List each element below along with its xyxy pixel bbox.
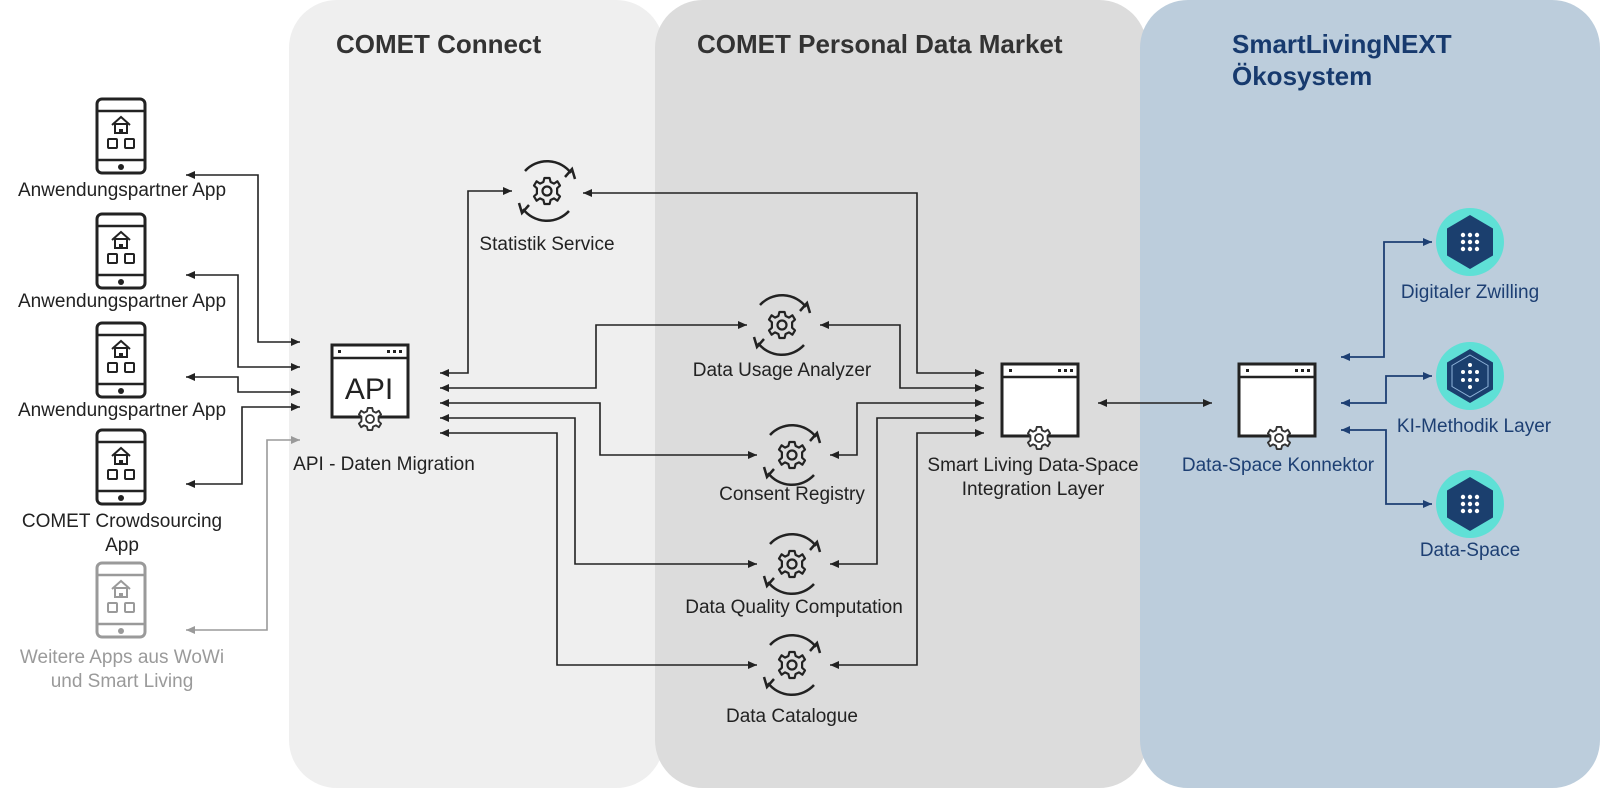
crowdsourcing-app-label-line1: COMET Crowdsourcing [21,511,223,532]
digitaler-zwilling-label: Digitaler Zwilling [1400,282,1540,303]
app-label: Anwendungspartner App [17,180,227,201]
comet-connect-title: COMET Connect [336,29,542,59]
app-label: Anwendungspartner App [17,291,227,312]
integration-layer-label-line2: Integration Layer [961,479,1105,500]
comet-personal-data-market-title: COMET Personal Data Market [697,29,1063,59]
app-label: Anwendungspartner App [17,400,227,421]
smartlivingnext-ecosystem-panel [1140,0,1600,788]
ecosystem-title-line2: Ökosystem [1232,61,1373,91]
integration-connectors [583,189,1212,669]
smartphone-icon [95,212,147,290]
data-quality-computation-label: Data Quality Computation [685,597,903,618]
data-usage-analyzer-label: Data Usage Analyzer [692,360,872,381]
ecosystem-connectors [1341,238,1432,508]
smartphone-icon [95,321,147,399]
app-connectors [186,171,300,488]
data-space-hex-icon [1436,470,1504,538]
svg-text:API: API [345,373,393,406]
smartphone-icon [95,97,147,175]
crowdsourcing-app-label-line2: App [105,535,139,556]
integration-layer-window-icon [1000,362,1080,451]
ki-methodik-layer-label: KI-Methodik Layer [1396,416,1552,437]
digitaler-zwilling-hex-icon [1436,208,1504,276]
smartphone-icon [95,428,147,506]
ki-methodik-hex-icon [1436,342,1504,410]
consent-registry-label: Consent Registry [719,484,865,505]
statistik-service-label: Statistik Service [479,234,615,255]
api-icon: API [330,343,410,432]
ecosystem-title-line1: SmartLivingNEXT [1232,29,1452,59]
data-catalogue-label: Data Catalogue [725,706,859,727]
weitere-apps-connector [186,436,300,634]
data-space-konnektor-window-icon [1237,362,1317,451]
api-label: API - Daten Migration [293,454,475,475]
data-space-label: Data-Space [1419,540,1521,561]
integration-layer-label-line1: Smart Living Data-Space [927,455,1139,476]
smartphone-icon [95,561,147,639]
data-space-konnektor-label: Data-Space Konnektor [1181,455,1375,476]
weitere-apps-label-line1: Weitere Apps aus WoWi [19,647,225,668]
weitere-apps-label-line2: und Smart Living [50,671,194,692]
